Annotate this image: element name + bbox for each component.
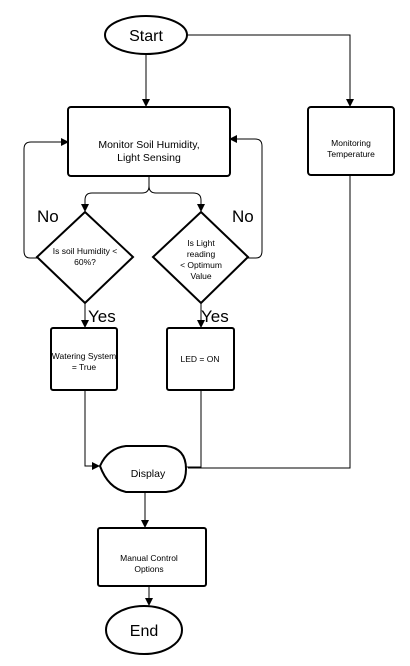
edge-start-to-temperature [187,34,354,107]
light-decision-line4: Value [190,271,211,281]
end-label: End [130,623,158,640]
manual-line1: Manual Control [120,553,178,563]
watering-line2: = True [72,362,97,372]
edge-led-to-display [186,390,202,468]
soil-no-label: No [37,207,59,226]
end-node: End [105,605,183,655]
monitor-label-line1: Monitor Soil Humidity, [98,139,199,151]
led-label: LED = ON [181,354,220,364]
manual-line2: Options [134,564,163,574]
edge-light-no-loop [229,135,263,259]
monitor-temperature-node: Monitoring Temperature [307,106,395,176]
led-on-node: LED = ON [166,327,235,391]
light-decision-line1: Is Light [187,238,215,248]
monitor-node: Monitor Soil Humidity, Light Sensing [67,106,231,177]
light-reading-decision: Is Light reading < Optimum Value [151,210,250,305]
edge-temperature-to-display [188,175,351,469]
soil-yes-label: Yes [88,307,116,326]
edge-soil-no-loop [23,138,69,259]
monitor-temperature-line2: Temperature [327,149,375,159]
watering-system-node: Watering System = True [50,327,118,391]
light-yes-label: Yes [201,307,229,326]
light-no-label: No [232,207,254,226]
edge-watering-to-display [84,390,100,470]
monitor-label-line2: Light Sensing [117,152,181,164]
edge-monitor-to-light [148,185,205,212]
connectors [23,34,354,606]
soil-decision-line1: Is soil Humidity < [53,246,118,256]
soil-decision-line2: 60%? [74,257,96,267]
display-label: Display [131,468,166,480]
soil-humidity-decision: Is soil Humidity < 60%? [35,210,135,305]
manual-control-node: Manual Control Options [97,527,207,587]
edge-monitor-split [84,176,150,211]
light-decision-line2: reading [187,249,216,259]
display-node: Display [98,445,188,493]
start-node: Start [104,15,188,55]
watering-line1: Watering System [52,351,116,361]
monitor-temperature-line1: Monitoring [331,138,371,148]
light-decision-line3: < Optimum [180,260,222,270]
start-label: Start [129,28,163,45]
